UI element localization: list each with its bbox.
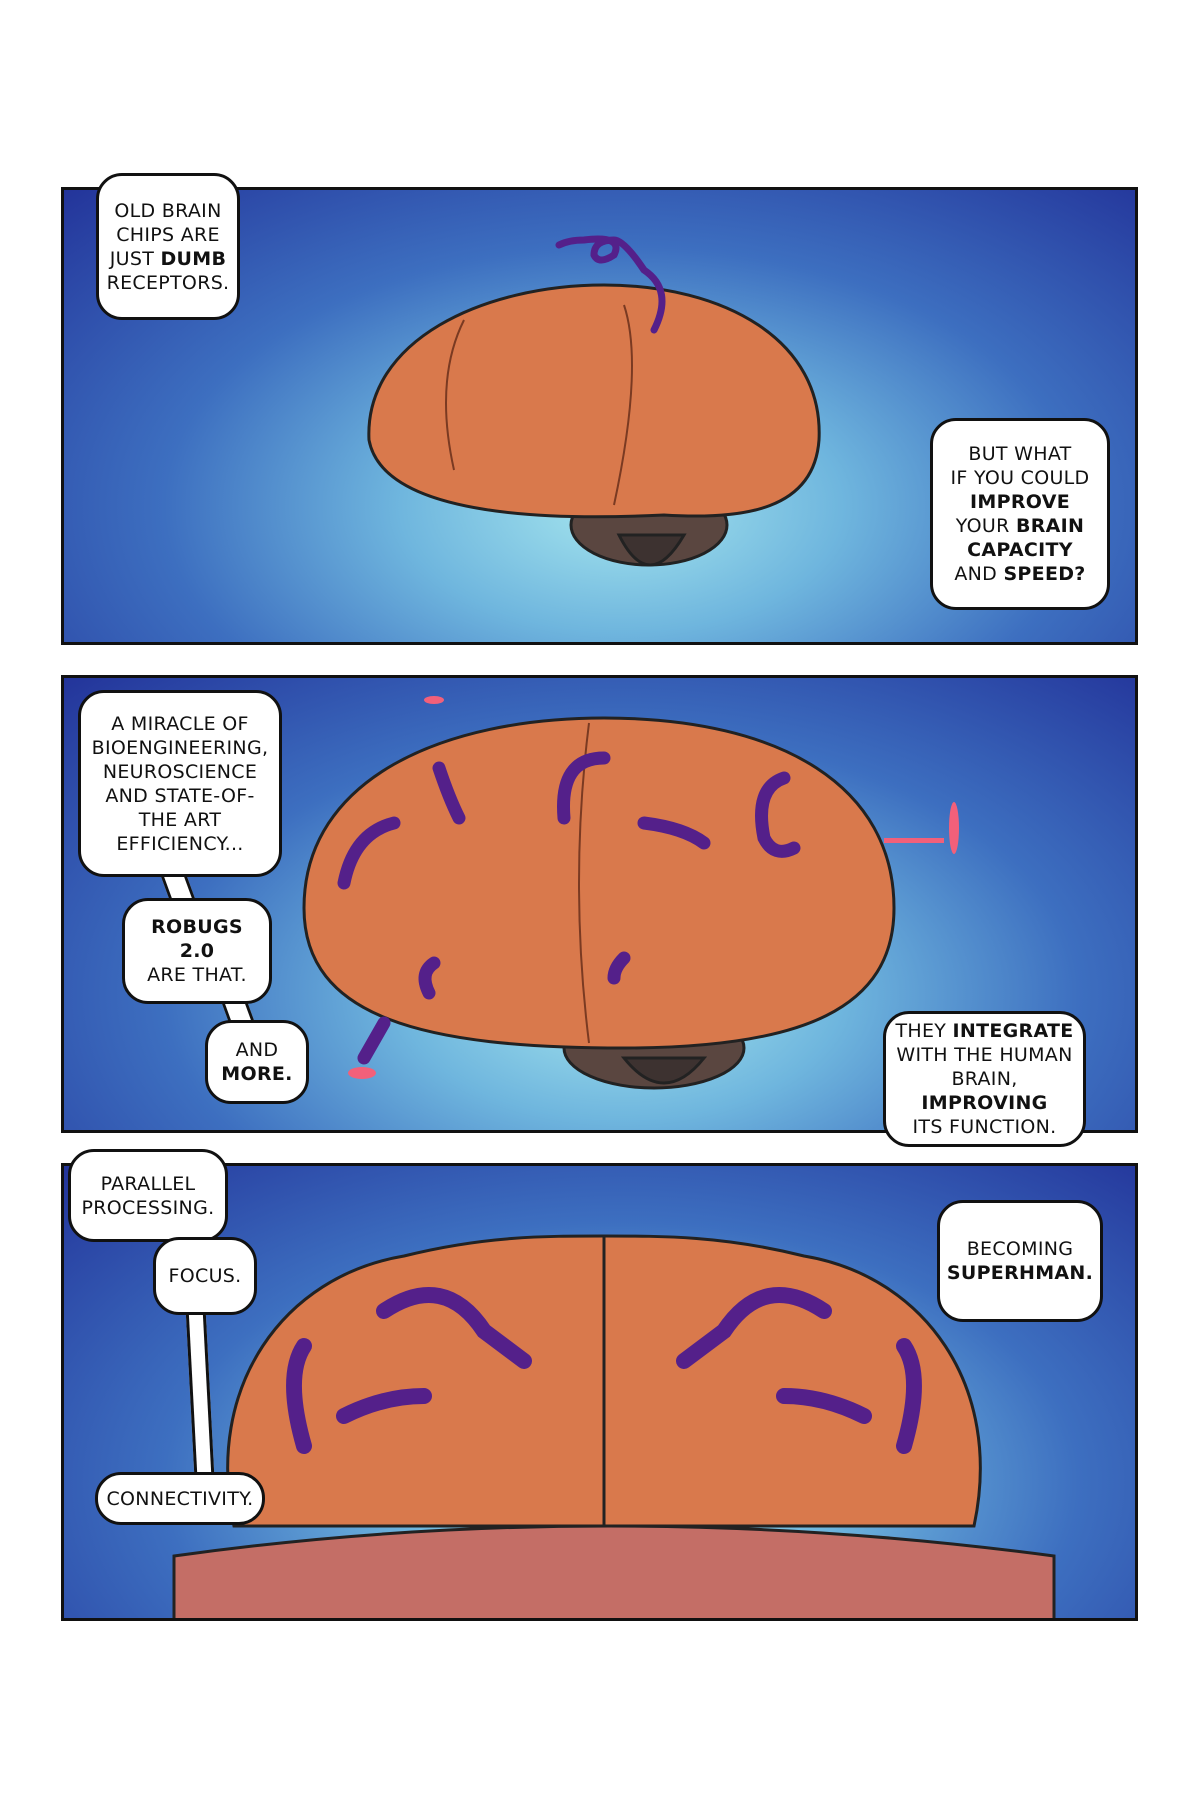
brain-top-view-with-robugs [302,696,959,1090]
emphasized-text: IMPROVE [970,491,1070,513]
emphasized-text: IMPROVING [921,1092,1048,1114]
balloon-text: AND STATE-OF- [105,784,255,807]
emphasized-text: BRAIN [1015,515,1085,537]
brain-side-view [367,235,821,567]
balloon-line: MORE. [221,1062,292,1086]
table [172,1524,1056,1618]
balloon-line: WITH THE HUMAN [896,1043,1072,1067]
emphasized-text: MORE. [221,1063,293,1085]
balloon-line: JUST DUMB [110,247,227,271]
balloon-text: CHIPS ARE [116,223,220,246]
balloon-text: THE ART [138,808,222,831]
balloon-line: ROBUGS [151,915,243,939]
robugs [337,751,801,1065]
balloon-line: YOUR BRAIN [956,514,1084,538]
balloon-text: WITH THE HUMAN [896,1044,1073,1066]
balloon-line: IMPROVE [970,490,1070,514]
balloon-text: EFFICIENCY... [116,832,244,855]
balloon-text: BECOMING [966,1238,1074,1260]
balloon-text: IF YOU COULD [950,467,1090,489]
balloon-text: THEY [895,1020,953,1042]
balloon-text: NEUROSCIENCE [102,760,258,783]
emphasized-text: 2.0 [179,940,215,962]
cerebrum [302,716,896,1050]
balloon-line: FOCUS. [169,1264,242,1288]
robugs [286,1287,922,1454]
balloon-text: JUST [109,247,161,270]
emphasized-text: ROBUGS [151,916,243,938]
balloon-line: SUPERHMAN. [947,1261,1093,1285]
balloon-line: PROCESSING. [82,1196,215,1220]
balloon-text: ITS FUNCTION. [912,1116,1057,1138]
balloon-line: IF YOU COULD [951,466,1090,490]
balloon-text: AND [235,1039,279,1061]
emphasized-text: DUMB [160,247,227,270]
balloon-line: BECOMING [967,1237,1074,1261]
balloon-line: BRAIN, IMPROVING [886,1067,1083,1115]
brain-stem [616,533,687,567]
balloon-line: CAPACITY [967,538,1073,562]
balloon-text: PARALLEL [100,1172,196,1195]
balloon-line: NEUROSCIENCE [103,760,257,784]
balloon-line: BUT WHAT [968,442,1071,466]
balloon-line: RECEPTORS. [107,271,230,295]
speech-balloon: FOCUS. [153,1237,257,1315]
balloon-line: OLD BRAIN [114,199,221,223]
robug-worm [555,235,666,334]
emphasized-text: CAPACITY [967,539,1073,561]
balloon-line: CHIPS ARE [116,223,220,247]
panel-1 [61,187,1138,645]
balloon-text: OLD BRAIN [114,199,222,222]
balloon-line: AND SPEED? [954,562,1085,586]
balloon-line: A MIRACLE OF [111,712,249,736]
balloon-line: BIOENGINEERING, [92,736,269,760]
balloon-text: ARE THAT. [147,964,247,986]
balloon-text: AND [954,563,1004,585]
balloon-line: EFFICIENCY... [116,832,243,856]
balloon-line: 2.0 [180,939,215,963]
balloon-line: AND STATE-OF- [105,784,254,808]
balloon-line: ARE THAT. [147,963,247,987]
balloon-line: THE ART [139,808,221,832]
balloon-text: FOCUS. [168,1265,242,1287]
balloon-line: CONNECTIVITY. [106,1487,253,1511]
balloon-line: AND [236,1038,279,1062]
emphasized-text: INTEGRATE [952,1020,1074,1042]
balloon-text: CONNECTIVITY. [106,1487,254,1510]
balloon-text: BIOENGINEERING, [91,736,269,759]
balloon-text: BRAIN, [951,1068,1018,1090]
emphasized-text: SPEED? [1003,563,1086,585]
balloon-line: THEY INTEGRATE [895,1019,1073,1043]
balloon-text: A MIRACLE OF [111,712,249,735]
brain-front-view-on-table [172,1234,1056,1618]
cerebrum [367,283,821,519]
balloon-line: ITS FUNCTION. [913,1115,1057,1139]
balloon-text: PROCESSING. [81,1196,215,1219]
balloon-line: PARALLEL [101,1172,196,1196]
robug-accents [348,696,959,1079]
balloon-text: RECEPTORS. [106,271,230,294]
balloon-text: YOUR [955,515,1016,537]
balloon-text: BUT WHAT [968,443,1072,465]
emphasized-text: SUPERHMAN. [946,1262,1094,1284]
speech-balloon: CONNECTIVITY. [95,1472,265,1525]
